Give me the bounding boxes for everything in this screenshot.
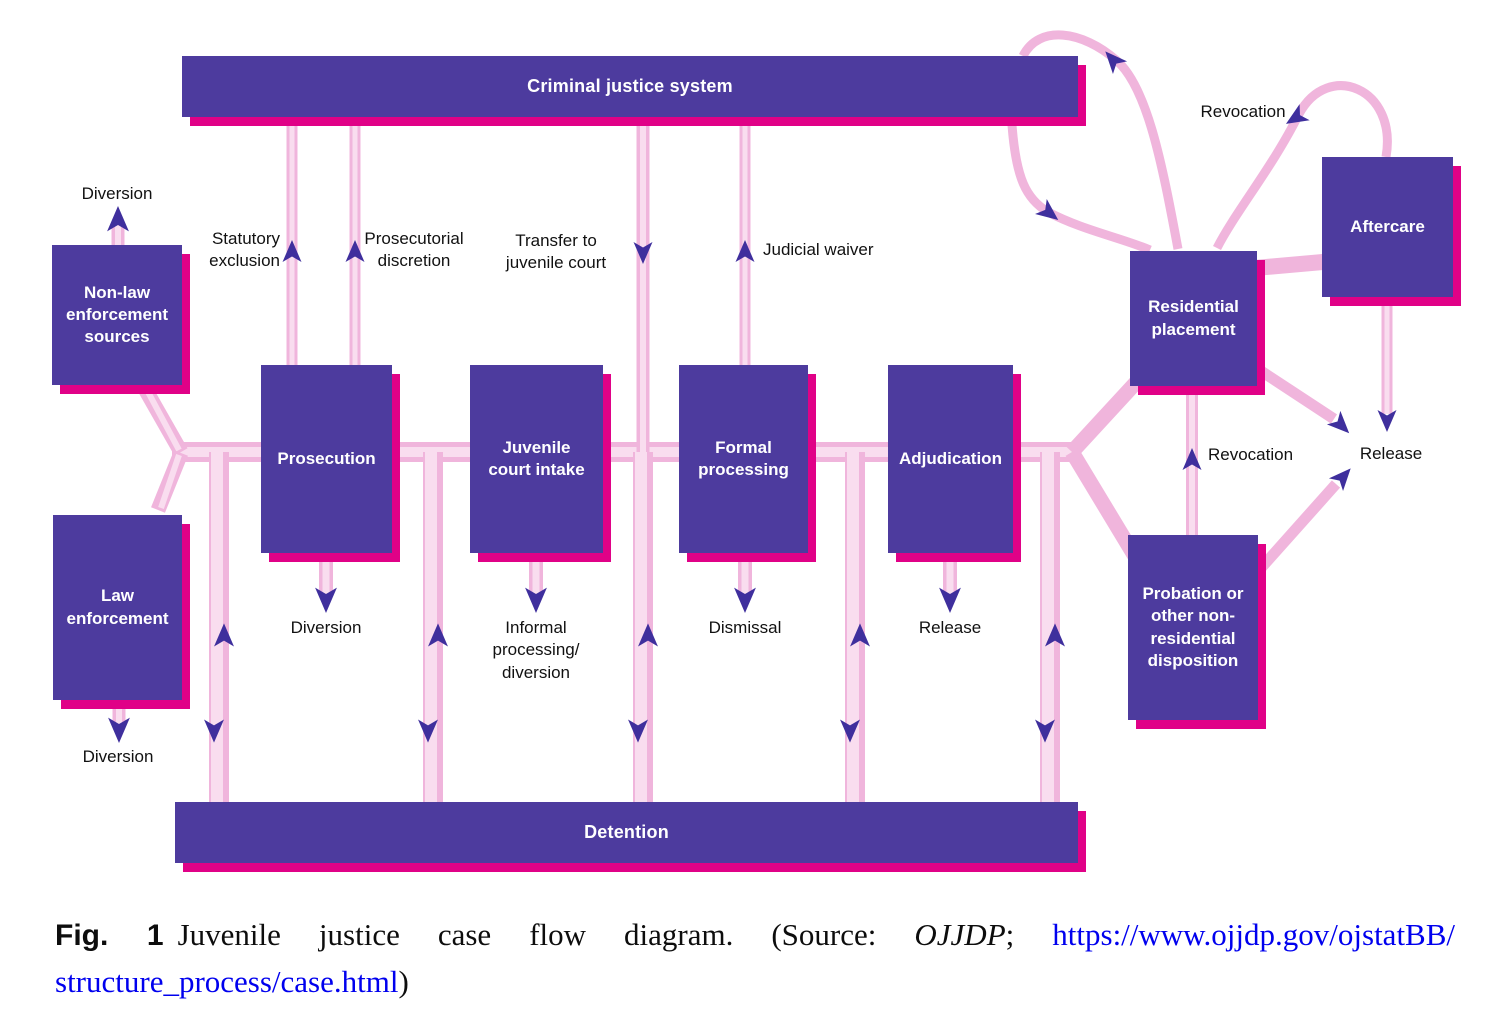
connector-transfer-juvenile-court (633, 123, 653, 452)
connector-detention-band-1 (204, 452, 234, 803)
label-release-right: Release (1359, 444, 1423, 463)
caption-url-line2[interactable]: structure_process/case.html (55, 964, 399, 999)
connector-aftercare-release (1377, 296, 1397, 432)
connector-nonlaw-to-trunk (137, 383, 188, 456)
connector-prosecution-diversion (315, 552, 337, 613)
caption-fig-number: Fig. 1 (55, 919, 164, 952)
box-non-law-enforcement-sources: Non-law enforcement sources (52, 245, 182, 385)
caption-line-1: Fig. 1 Juvenile justice case flow diagram… (55, 912, 1455, 959)
connector-residential-release (1257, 366, 1356, 440)
connector-law-to-trunk (151, 450, 188, 513)
box-aftercare: Aftercare (1322, 157, 1453, 297)
box-probation-nonresidential: Probation or other non- residential disp… (1128, 535, 1258, 720)
label-prosecutorial-discretion: Prosecutorial discretion (364, 229, 464, 271)
caption-source-name: OJJDP (914, 917, 1006, 952)
caption-separator: ; (1005, 917, 1015, 952)
connector-prosecutorial-discretion (345, 123, 365, 366)
connector-detention-band-5 (1035, 452, 1065, 803)
caption-url-line1[interactable]: https://www.ojjdp.gov/ojstatBB/ (1052, 917, 1456, 952)
connector-trunk-to-residential (1066, 370, 1148, 458)
box-criminal-justice-system: Criminal justice system (182, 56, 1078, 117)
connector-adjudication-release (939, 552, 961, 613)
caption-line-2: structure_process/case.html) (55, 959, 1455, 1005)
caption-body-text: Juvenile justice case flow diagram. (Sou… (177, 917, 877, 952)
box-residential-placement: Residential placement (1130, 251, 1257, 386)
label-dismissal: Dismissal (708, 618, 782, 637)
connector-detention-band-3 (628, 452, 658, 803)
label-judicial-waiver: Judicial waiver (763, 240, 874, 259)
label-revocation-mid: Revocation (1208, 445, 1294, 464)
box-juvenile-court-intake: Juvenile court intake (470, 365, 603, 553)
connector-detention-band-2 (418, 452, 448, 803)
label-informal-processing: Informal processing/ diversion (492, 618, 580, 682)
connector-detention-band-4 (840, 452, 870, 803)
box-adjudication: Adjudication (888, 365, 1013, 553)
connector-statutory-exclusion (282, 123, 302, 366)
label-transfer-juvenile-court: Transfer to juvenile court (505, 231, 607, 273)
connector-probation-revocation (1182, 393, 1202, 537)
label-revocation-top: Revocation (1200, 102, 1286, 121)
label-diversion-top: Diversion (81, 184, 153, 203)
box-detention: Detention (175, 802, 1078, 863)
connector-probation-release (1257, 461, 1358, 571)
connector-law-diversion (108, 699, 130, 743)
box-prosecution: Prosecution (261, 365, 392, 553)
connector-intake-informal (525, 552, 547, 613)
connector-trunk-to-probation (1065, 448, 1146, 567)
connector-formal-dismissal (734, 552, 756, 613)
connector-cjs-to-residential-curve (1007, 124, 1152, 255)
label-diversion-law: Diversion (82, 747, 154, 766)
figure-caption: Fig. 1 Juvenile justice case flow diagram… (55, 912, 1455, 1005)
connector-residential-to-cjs-curve (1018, 30, 1183, 250)
caption-closing-paren: ) (398, 964, 409, 999)
connector-residential-aftercare (1254, 253, 1335, 276)
label-release-adjudication: Release (918, 618, 982, 637)
connector-nonlaw-diversion (107, 206, 129, 247)
label-statutory-exclusion: Statutory exclusion (209, 229, 280, 271)
label-diversion-prosecution: Diversion (290, 618, 362, 637)
connector-aftercare-revocation-curve (1212, 81, 1392, 251)
connector-judicial-waiver (735, 123, 755, 366)
box-law-enforcement: Law enforcement (53, 515, 182, 700)
box-formal-processing: Formal processing (679, 365, 808, 553)
